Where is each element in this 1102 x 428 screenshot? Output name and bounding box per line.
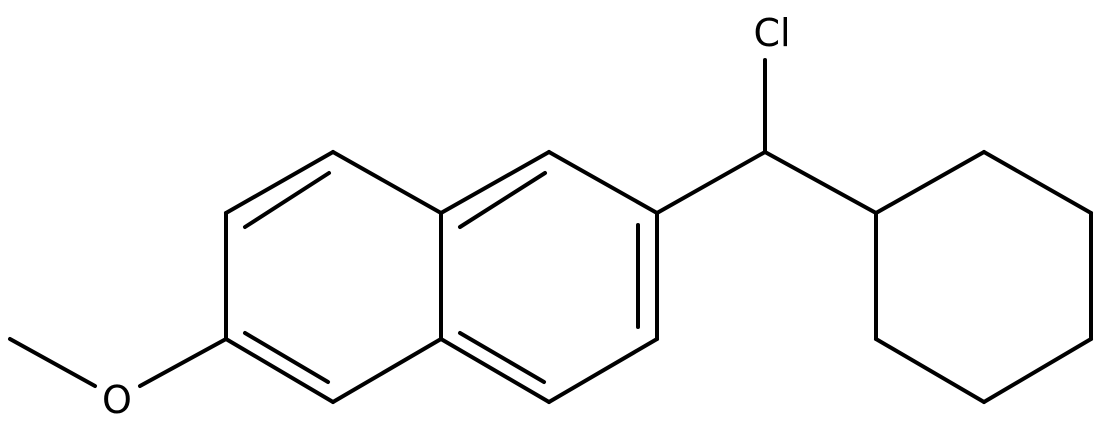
bond-c7-c8 bbox=[547, 150, 659, 215]
bond-cy1-cy2 bbox=[874, 150, 986, 215]
bond-c5-c6-inner bbox=[243, 331, 330, 384]
cyclohexyl-ring bbox=[874, 150, 1093, 404]
oxygen-atom-label: O bbox=[102, 378, 132, 422]
bond-ring-to-chcl bbox=[655, 150, 767, 215]
bond-c10-c4-inner bbox=[458, 331, 546, 384]
bond-c1-c2 bbox=[224, 150, 335, 215]
bond-cy2-cy3 bbox=[982, 150, 1093, 215]
bond-c2-c3 bbox=[331, 150, 443, 215]
bond-c1-c2-inner bbox=[243, 171, 331, 229]
bond-c3-c7 bbox=[439, 150, 551, 215]
bond-c4-c5 bbox=[331, 337, 443, 404]
naphthalene-right-ring bbox=[439, 150, 659, 404]
chlorine-atom-label: Cl bbox=[753, 11, 790, 55]
bond-chcl-to-cyclohexyl bbox=[763, 150, 878, 215]
bond-o-to-methyl bbox=[8, 337, 97, 388]
bond-cy4-cy5 bbox=[982, 337, 1093, 404]
chloro-methyl-substituent bbox=[655, 58, 878, 215]
bond-c10-c4 bbox=[439, 337, 551, 404]
bond-ring-to-o bbox=[138, 337, 228, 388]
bond-c9-c10 bbox=[547, 337, 659, 404]
bond-c3-c7-inner bbox=[458, 171, 547, 229]
bond-c5-c6 bbox=[224, 337, 335, 404]
bond-cy5-cy6 bbox=[874, 337, 986, 404]
methoxy-group bbox=[8, 337, 228, 388]
naphthalene-left-ring bbox=[224, 150, 443, 404]
